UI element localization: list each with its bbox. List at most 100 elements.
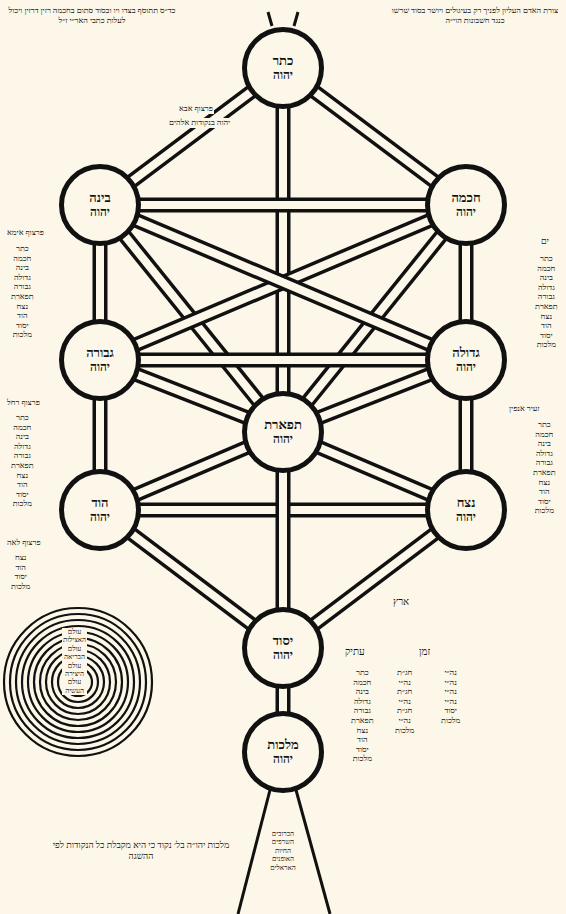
path-stroke <box>130 533 252 625</box>
path-band <box>283 470 284 610</box>
divine-name: יהוה <box>273 69 293 83</box>
divine-name: יהוה <box>90 511 110 525</box>
path-stroke <box>279 686 287 714</box>
path-stroke <box>138 356 428 364</box>
path-stroke <box>135 447 248 495</box>
note-text: פרצוף אימא <box>6 228 45 238</box>
note-text: כד״ס תתוסף בצדו ויו ובסוד סתום בחכמה רזי… <box>6 6 178 25</box>
path-stroke <box>138 353 428 368</box>
divine-name: יהוה <box>90 361 110 375</box>
path-band <box>313 91 435 182</box>
sefirah-name: חכמה <box>451 191 480 206</box>
divine-name: יהוה <box>273 649 293 663</box>
path-stroke <box>138 198 428 213</box>
sefirah-circle: גבורהיהוה <box>59 319 141 401</box>
path-band <box>318 447 431 495</box>
divine-name: יהוה <box>273 753 293 767</box>
note-text: פרצוף לאה <box>6 538 42 548</box>
path-stroke <box>138 201 428 209</box>
sefirah-name: תפארת <box>264 418 302 433</box>
funnel <box>238 790 330 914</box>
sefirah-circle: יסודיהוה <box>242 607 324 689</box>
path-stroke <box>135 220 431 345</box>
sefirah-circle: בינהיהוה <box>59 164 141 246</box>
path-stroke <box>313 533 435 625</box>
path-stroke <box>135 374 247 418</box>
path-stroke <box>96 243 104 322</box>
path-stroke <box>318 374 430 418</box>
sefirah-circle: נצחיהוה <box>425 469 507 551</box>
list-column: כתר חכמה בינה גדולה גבורה תפארת נצח הוד … <box>534 254 559 350</box>
path-stroke <box>130 91 252 182</box>
path-stroke <box>276 106 291 394</box>
path-stroke <box>276 686 291 714</box>
path-stroke <box>276 470 291 610</box>
sefirah-circle: כתריהוה <box>242 27 324 109</box>
divine-name: יהוה <box>456 511 476 525</box>
path-stroke <box>135 220 431 345</box>
path-stroke <box>318 447 431 495</box>
note-text: צורת האדם העליון לפניך רק בעיגולים ויושר… <box>388 6 562 25</box>
path-stroke <box>313 91 435 182</box>
concentric-worlds <box>4 608 152 756</box>
path-stroke <box>135 220 431 345</box>
path-stroke <box>459 243 474 322</box>
sefirah-name: בינה <box>89 191 110 206</box>
path-band <box>318 374 430 418</box>
sefirah-name: גדולה <box>452 346 479 361</box>
path-stroke <box>96 398 104 472</box>
path-band <box>313 533 435 625</box>
path-band <box>138 205 428 206</box>
crown-horns <box>268 12 298 26</box>
note-text: פרצוף רחל <box>6 398 41 408</box>
path-stroke <box>135 220 431 345</box>
path-band <box>100 398 101 472</box>
path-band <box>130 91 252 182</box>
path-band <box>135 220 431 345</box>
sefirah-circle: תפארתיהוה <box>242 391 324 473</box>
divine-name: יהוה <box>456 206 476 220</box>
path-band <box>135 220 431 345</box>
sefirah-name: גבורה <box>86 346 114 361</box>
path-stroke <box>135 374 247 418</box>
path-stroke <box>318 374 430 418</box>
path-stroke <box>462 243 470 322</box>
path-stroke <box>318 447 431 495</box>
note-text: עתיק <box>344 646 366 658</box>
path-stroke <box>279 470 287 610</box>
divine-name: יהוה <box>456 361 476 375</box>
list-column: נצח הוד יסוד מלכות <box>10 553 31 591</box>
list-column: כתר חכמה בינה גדולה גבורה תפארת נצח הוד … <box>10 413 35 509</box>
path-band <box>135 447 248 495</box>
path-stroke <box>130 533 252 625</box>
path-band <box>283 106 284 394</box>
sefirah-name: הוד <box>91 496 108 511</box>
path-stroke <box>313 533 435 625</box>
sefirah-circle: גדולהיהוה <box>425 319 507 401</box>
sefirah-name: כתר <box>273 54 294 69</box>
note-text: ארץ <box>392 596 410 608</box>
path-band <box>283 686 284 714</box>
note-text: זעיר אנפין <box>508 404 541 414</box>
path-stroke <box>313 91 435 182</box>
path-stroke <box>93 398 108 472</box>
list-column: עולם האצילות עולם הבריאה עולם היצירה עול… <box>62 628 87 695</box>
divine-name: יהוה <box>273 433 293 447</box>
sefirah-name: נצח <box>457 496 476 511</box>
path-band <box>138 360 428 361</box>
sefirah-circle: מלכותיהוה <box>242 711 324 793</box>
path-stroke <box>279 106 287 394</box>
path-stroke <box>462 398 470 472</box>
list-column: נה״י נה״י נה״י נה״י יסוד מלכות <box>440 668 461 726</box>
list-column: כתר חכמה בינה גדולה גבורה תפארת נצח הוד … <box>10 244 35 340</box>
path-band <box>466 398 467 472</box>
sefirah-circle: הודיהוה <box>59 469 141 551</box>
note-text: יהוה בנקודות אלהים <box>168 118 231 128</box>
list-column: כתר חכמה בינה גדולה גבורה תפארת נצח הוד … <box>350 668 375 764</box>
list-column: כתר חכמה בינה גדולה גבורה תפארת נצח הוד … <box>532 420 557 516</box>
note-text: זמן <box>418 646 431 658</box>
note-text: פרצוף אבא <box>178 104 214 114</box>
note-text: מלכות יהו״ה בל׳ נקוד כי היא מקבלת כל הנק… <box>40 840 242 862</box>
list-column: חג״ת נה״י חג״ת נה״י חג״ת נה״י מלכות <box>394 668 415 735</box>
sefirah-circle: חכמהיהוה <box>425 164 507 246</box>
